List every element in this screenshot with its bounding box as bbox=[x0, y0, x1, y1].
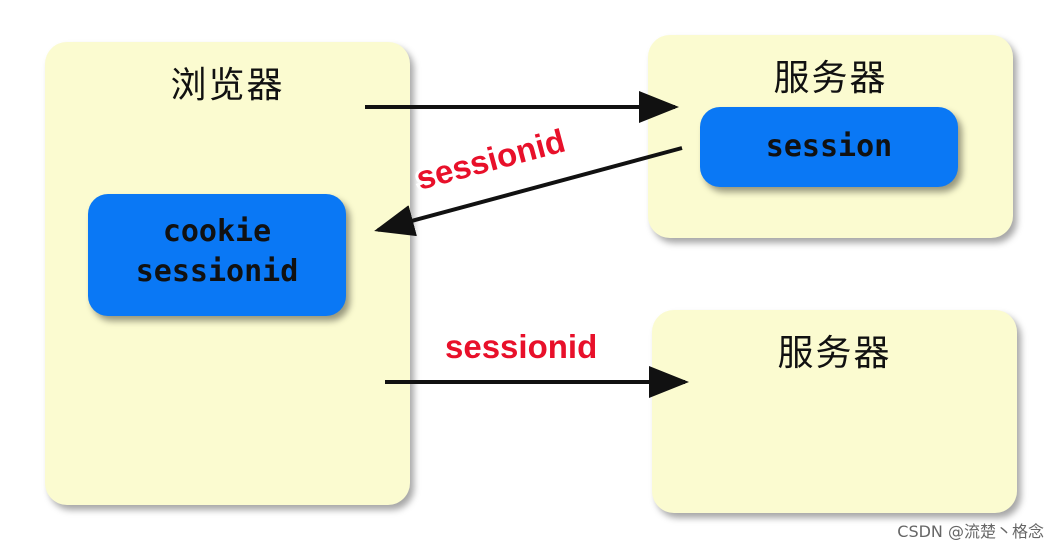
session-label: session bbox=[765, 129, 893, 164]
server-top-panel: 服务器 session bbox=[648, 35, 1013, 238]
forward-sessionid-label: sessionid bbox=[445, 328, 597, 365]
watermark: CSDN @流楚丶格念 bbox=[897, 522, 1044, 541]
browser-title: 浏览器 bbox=[170, 65, 285, 106]
browser-panel: 浏览器 cookie sessionid bbox=[45, 42, 410, 505]
cookie-sessionid-label: sessionid bbox=[135, 254, 299, 289]
arrow-server-to-browser bbox=[374, 146, 683, 237]
cookie-label: cookie bbox=[162, 214, 272, 249]
server-bottom-panel: 服务器 bbox=[652, 310, 1017, 513]
server-bottom-title: 服务器 bbox=[777, 333, 892, 374]
session-box: session bbox=[700, 107, 958, 187]
server-top-title: 服务器 bbox=[773, 58, 888, 99]
cookie-box: cookie sessionid bbox=[88, 194, 346, 316]
